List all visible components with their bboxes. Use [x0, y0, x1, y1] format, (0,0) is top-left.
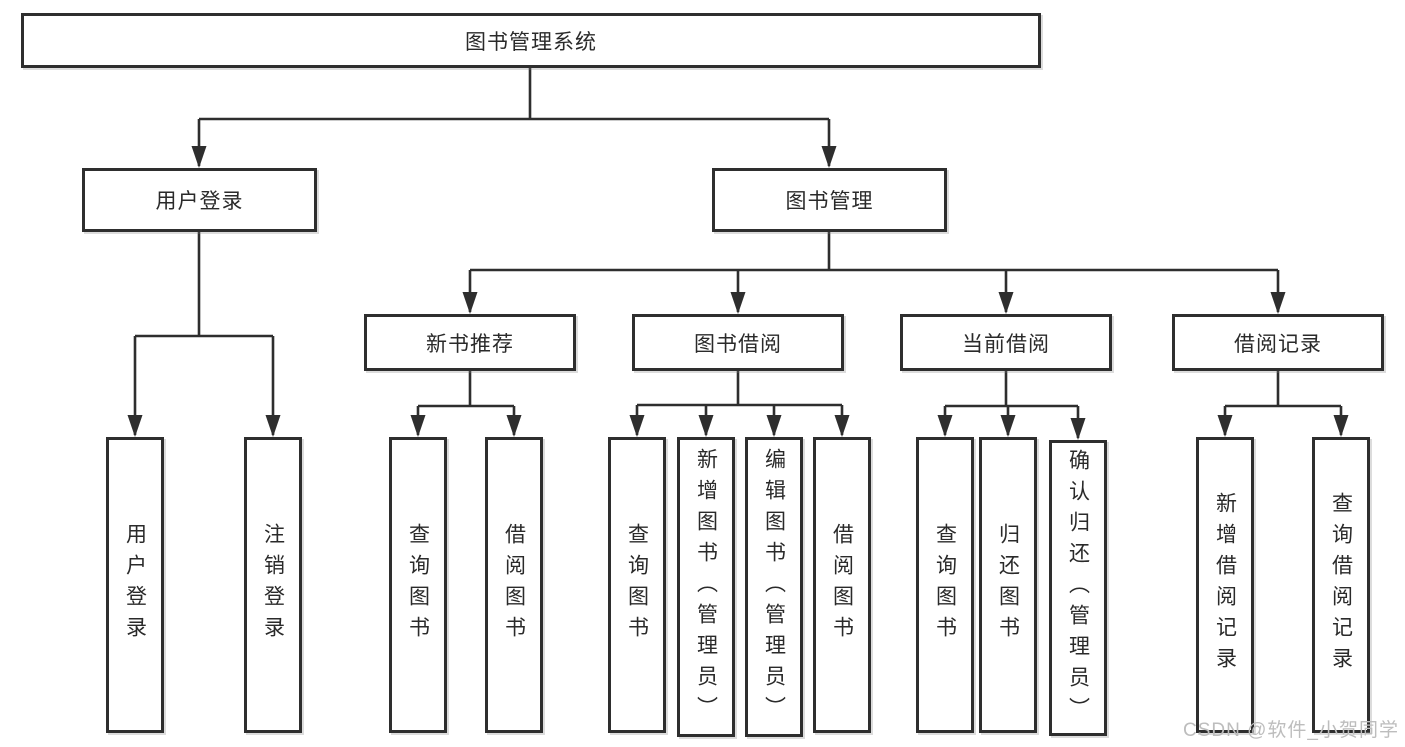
connector-new-book-recommend-to-leaves — [410, 371, 522, 437]
connector-root-to-branches — [191, 68, 837, 168]
leaf-label-edit-books-admin: 编辑图书（管理员） — [762, 447, 786, 727]
leaf-box-borrowing-borrow-books: 借阅图书 — [813, 437, 871, 733]
root-box-library-management-system: 图书管理系统 — [21, 13, 1041, 68]
leaf-box-current-query-books: 查询图书 — [916, 437, 974, 733]
leaf-label-add-books-admin: 新增图书（管理员） — [694, 447, 718, 727]
leaf-box-recommend-query-books: 查询图书 — [389, 437, 447, 733]
leaf-label-recommend-borrow-books: 借阅图书 — [502, 523, 526, 647]
csdn-watermark: CSDN @软件_小贺同学 — [1183, 720, 1399, 741]
leaf-label-return-books: 归还图书 — [996, 523, 1020, 647]
leaf-box-borrowing-query-books: 查询图书 — [608, 437, 666, 733]
leaf-label-recommend-query-books: 查询图书 — [406, 523, 430, 647]
leaf-label-query-borrow-record: 查询借阅记录 — [1329, 492, 1353, 678]
leaf-box-recommend-borrow-books: 借阅图书 — [485, 437, 543, 733]
leaf-box-add-books-admin: 新增图书（管理员） — [677, 437, 735, 737]
leaf-box-return-books: 归还图书 — [979, 437, 1037, 733]
connector-book-management-to-sections — [462, 232, 1286, 314]
section-box-book-borrowing: 图书借阅 — [632, 314, 844, 371]
branch-label-book-management: 图书管理 — [785, 190, 874, 213]
branch-box-book-management: 图书管理 — [712, 168, 947, 232]
leaf-label-logout: 注销登录 — [261, 523, 285, 647]
branch-label-user-login: 用户登录 — [155, 190, 244, 213]
leaf-label-borrowing-query-books: 查询图书 — [625, 523, 649, 647]
leaf-box-query-borrow-record: 查询借阅记录 — [1312, 437, 1370, 733]
section-box-borrowing-records: 借阅记录 — [1172, 314, 1384, 371]
connector-user-login-to-leaves — [127, 232, 281, 437]
root-label: 图书管理系统 — [465, 30, 597, 54]
section-label-borrowing-records: 借阅记录 — [1234, 332, 1322, 356]
section-box-new-book-recommend: 新书推荐 — [364, 314, 576, 371]
leaf-label-borrowing-borrow-books: 借阅图书 — [830, 523, 854, 647]
section-label-book-borrowing: 图书借阅 — [694, 332, 782, 356]
leaf-label-user-login: 用户登录 — [123, 523, 147, 647]
leaf-box-confirm-return-admin: 确认归还（管理员） — [1049, 440, 1107, 736]
leaf-box-user-login: 用户登录 — [106, 437, 164, 733]
leaf-label-confirm-return-admin: 确认归还（管理员） — [1066, 448, 1090, 728]
connector-borrowing-records-to-leaves — [1217, 371, 1349, 437]
leaf-label-add-borrow-record: 新增借阅记录 — [1213, 492, 1237, 678]
connector-book-borrowing-to-leaves — [629, 371, 850, 437]
section-label-new-book-recommend: 新书推荐 — [426, 332, 514, 356]
leaf-box-logout: 注销登录 — [244, 437, 302, 733]
leaf-box-add-borrow-record: 新增借阅记录 — [1196, 437, 1254, 733]
leaf-label-current-query-books: 查询图书 — [933, 523, 957, 647]
branch-box-user-login: 用户登录 — [82, 168, 317, 232]
connector-current-borrowing-to-leaves — [937, 371, 1086, 440]
section-box-current-borrowing: 当前借阅 — [900, 314, 1112, 371]
section-label-current-borrowing: 当前借阅 — [962, 332, 1050, 356]
leaf-box-edit-books-admin: 编辑图书（管理员） — [745, 437, 803, 737]
